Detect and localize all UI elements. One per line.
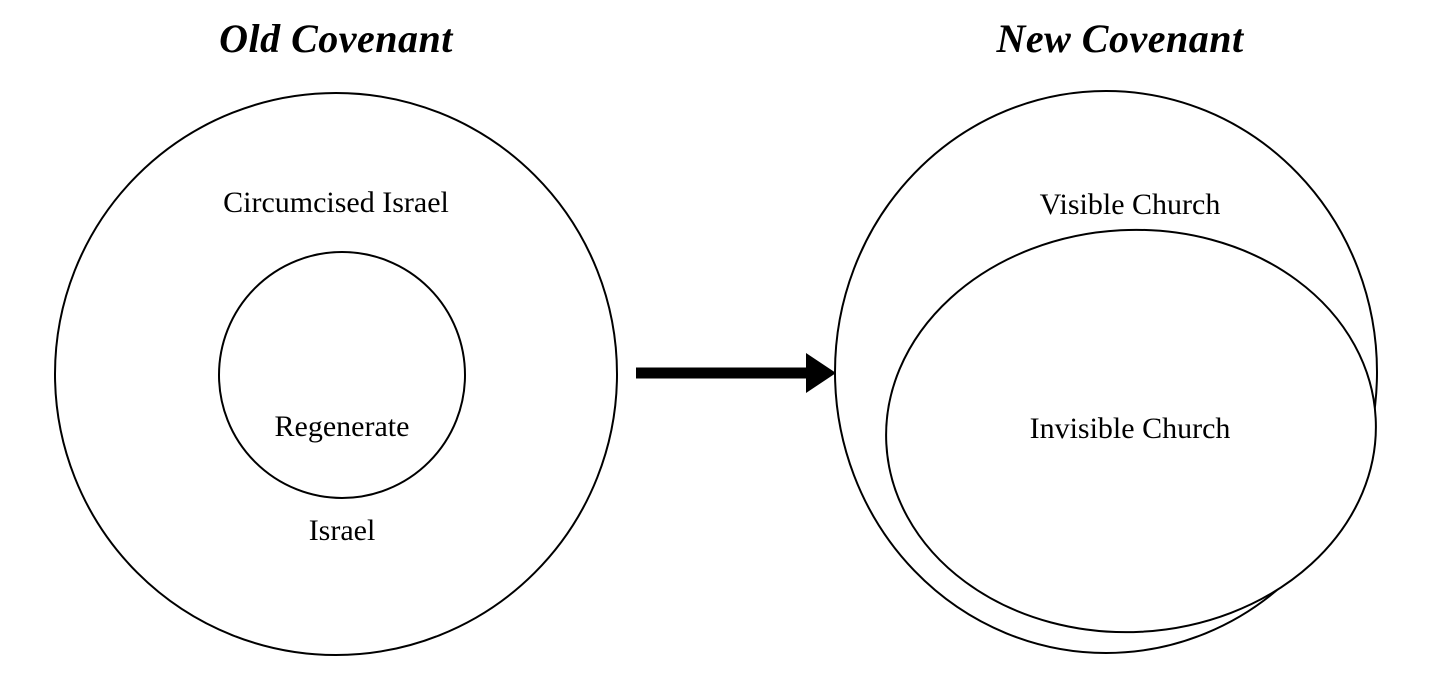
old-covenant-title: Old Covenant bbox=[219, 16, 453, 61]
label-regenerate-israel: Regenerate Israel bbox=[222, 340, 462, 618]
label-invisible-church: Invisible Church bbox=[1029, 412, 1231, 445]
label-visible-church: Visible Church bbox=[1039, 188, 1221, 221]
label-regenerate-israel-line2: Israel bbox=[308, 513, 376, 547]
label-circumcised-israel: Circumcised Israel bbox=[223, 186, 449, 219]
new-covenant-title: New Covenant bbox=[996, 16, 1244, 61]
old-covenant-inner-circle bbox=[218, 251, 466, 499]
arrow-head-icon bbox=[806, 353, 836, 393]
new-covenant-inner-ellipse bbox=[885, 228, 1377, 634]
covenant-transition-arrow bbox=[636, 353, 836, 393]
label-regenerate-israel-line1: Regenerate bbox=[274, 409, 410, 443]
